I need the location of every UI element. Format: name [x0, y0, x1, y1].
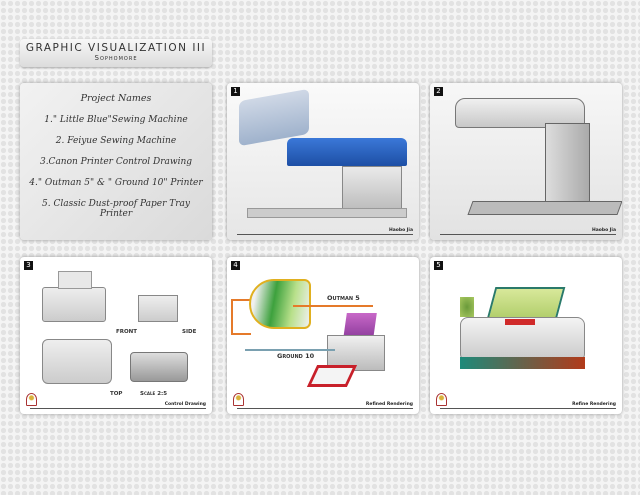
sewing-machine-arm: [455, 98, 585, 128]
printer-paper-tray: [58, 271, 92, 289]
sewing-machine-base: [247, 208, 407, 218]
red-paper-guide: [505, 319, 535, 325]
divider: [440, 407, 616, 409]
panel-3-canon-printer-control-drawing[interactable]: 3 FRONT SIDE TOP Scale 2:5 Control Drawi…: [20, 257, 212, 414]
divider: [237, 233, 413, 235]
label-side: SIDE: [182, 329, 197, 335]
divider: [440, 233, 616, 235]
page-subtitle: Sophomore: [94, 54, 138, 62]
label-scale: Scale 2:5: [140, 391, 168, 397]
printer-front-view: [42, 287, 106, 322]
divider: [237, 407, 413, 409]
label-front: FRONT: [116, 329, 138, 335]
project-name-item: 2. Feiyue Sewing Machine: [55, 136, 177, 146]
project-name-item: 5. Classic Dust-proof Paper Tray Printer: [42, 199, 190, 219]
orange-callout-line: [293, 305, 373, 307]
school-logo: [26, 393, 37, 406]
label-ground-10: Ground 10: [277, 352, 315, 360]
panel-1-little-blue-sewing-machine[interactable]: 1 Haobo Jia: [227, 83, 419, 240]
printer-top-view: [42, 339, 112, 384]
sewing-machine-column: [545, 123, 590, 203]
panel-4-outman-ground-printers[interactable]: 4 Outman 5 Ground 10 Refined Rendering: [227, 257, 419, 414]
project-name-item: 1." Little Blue"Sewing Machine: [44, 115, 188, 125]
school-logo: [233, 393, 244, 406]
plant-decoration: [460, 297, 474, 317]
panel-caption: Control Drawing: [164, 402, 206, 407]
sewing-machine-body: [342, 166, 402, 211]
project-name-item: 3.Canon Printer Control Drawing: [39, 157, 193, 167]
label-top: TOP: [110, 391, 123, 397]
project-name-item: 4." Outman 5" & " Ground 10" Printer: [29, 178, 203, 188]
project-names-heading: Project Names: [80, 93, 152, 104]
panel-2-feiyue-sewing-machine[interactable]: 2 Haobo Jia: [430, 83, 622, 240]
sewing-machine-arm: [287, 138, 407, 166]
blue-callout-line: [245, 349, 335, 351]
label-outman-5: Outman 5: [327, 294, 360, 302]
printer-base: [460, 357, 585, 369]
panel-caption: Refine Rendering: [572, 402, 616, 407]
panel-caption: Haobo Jia: [388, 228, 413, 233]
orange-callout-line: [231, 299, 251, 335]
divider: [30, 407, 206, 409]
school-logo: [436, 393, 447, 406]
panel-number: 2: [434, 87, 443, 96]
panel-caption: Refined Rendering: [365, 402, 413, 407]
ground-10-tray: [306, 365, 358, 387]
printer-perspective-view: [130, 352, 188, 382]
panel-number: 3: [24, 261, 33, 270]
printer-side-view: [138, 295, 178, 322]
sewing-machine-base: [467, 201, 622, 215]
panel-5-dust-proof-printer[interactable]: 5 Refine Rendering: [430, 257, 622, 414]
title-box: GRAPHIC VISUALIZATION III Sophomore: [20, 39, 212, 67]
project-names-panel: Project Names 1." Little Blue"Sewing Mac…: [20, 83, 212, 240]
panel-number: 1: [231, 87, 240, 96]
panel-number: 4: [231, 261, 240, 270]
panel-number: 5: [434, 261, 443, 270]
panel-caption: Haobo Jia: [591, 228, 616, 233]
outman-5-printer: [249, 279, 311, 329]
page-title: GRAPHIC VISUALIZATION III: [25, 42, 207, 54]
